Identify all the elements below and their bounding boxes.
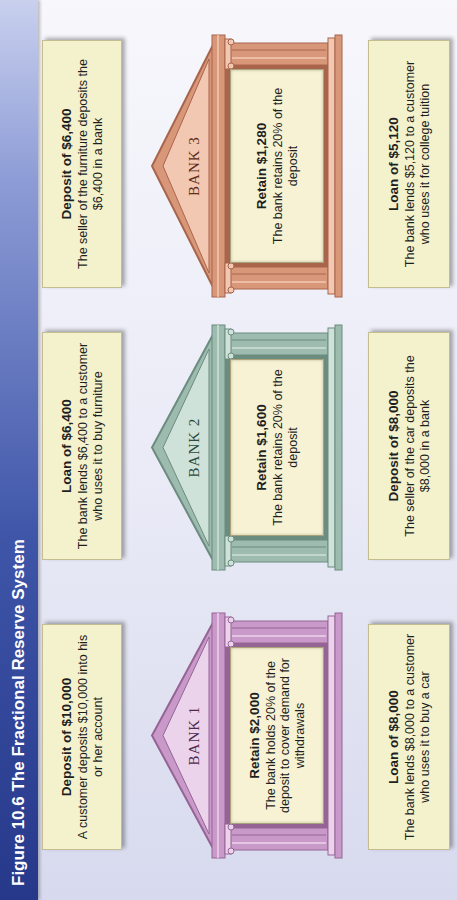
bank-step — [328, 616, 335, 855]
box-heading: Loan of $6,400 — [59, 399, 75, 493]
box-body: The seller of the car deposits the $8,00… — [403, 341, 432, 551]
box-heading: Loan of $5,120 — [386, 117, 402, 211]
pediment — [152, 329, 216, 566]
box-heading: Deposit of $10,000 — [59, 678, 75, 797]
column-flute — [232, 628, 326, 629]
column-volute — [228, 329, 234, 335]
retain-box: Retain $2,000The bank holds 20% of the d… — [230, 647, 324, 824]
box-heading: Deposit of $8,000 — [386, 390, 402, 501]
column-volute — [228, 824, 234, 830]
box-body: The seller of the furniture deposits the… — [76, 49, 105, 279]
entablature — [212, 613, 225, 858]
text-box: Deposit of $8,000The seller of the car d… — [368, 332, 450, 560]
column-flute — [232, 50, 326, 51]
bank-step — [335, 35, 342, 297]
column-flute — [232, 554, 326, 556]
column-volute — [228, 287, 234, 293]
box-heading: Retain $1,600 — [254, 404, 270, 490]
box-body: The bank lends $6,400 to a customer who … — [76, 341, 105, 551]
entablature-line — [217, 613, 219, 858]
bank-wall — [224, 623, 330, 848]
column-volute — [228, 560, 234, 566]
bank-name: BANK 1 — [186, 613, 203, 858]
bank-step — [328, 328, 335, 567]
pediment — [152, 39, 216, 293]
box-body: The bank retains 20% of the deposit — [271, 78, 300, 254]
box-body: The bank retains 20% of the deposit — [271, 368, 300, 527]
box-heading: Deposit of $6,400 — [59, 108, 75, 219]
bank-step — [328, 38, 335, 294]
column-volute — [228, 39, 234, 45]
bank-building: BANK 1 Retain $2,000The bank holds 20% of… — [150, 613, 342, 858]
column-shaft — [230, 540, 328, 562]
box-body: A customer deposits $10,000 into his or … — [76, 633, 105, 841]
bank-building: BANK 2 Retain $1,600The bank retains 20% … — [150, 325, 342, 570]
column-volute — [228, 848, 234, 854]
column-flute — [232, 835, 326, 836]
title-bar: Figure 10.6 The Fractional Reserve Syste… — [0, 0, 38, 900]
figure-title: Figure 10.6 The Fractional Reserve Syste… — [9, 539, 29, 886]
entablature — [212, 325, 225, 570]
entablature-line — [217, 325, 219, 570]
column-shaft — [230, 333, 328, 355]
bank-wall — [224, 335, 330, 560]
box-body: The bank holds 20% of the deposit to cov… — [264, 656, 308, 815]
bank-wall — [224, 45, 330, 287]
text-box: Loan of $6,400The bank lends $6,400 to a… — [42, 332, 122, 560]
column-shaft — [230, 43, 328, 65]
box-body: The bank lends $8,000 to a customer who … — [403, 633, 432, 841]
column-shaft — [230, 828, 328, 850]
retain-box: Retain $1,280The bank retains 20% of the… — [230, 69, 324, 263]
column-flute — [232, 57, 326, 59]
pediment — [152, 617, 216, 854]
text-box: Deposit of $6,400The seller of the furni… — [42, 40, 122, 288]
column-volute — [228, 536, 234, 542]
column-flute — [232, 281, 326, 283]
column-shaft — [230, 267, 328, 289]
entablature-line — [217, 35, 219, 297]
box-heading: Retain $1,280 — [254, 123, 270, 209]
column-flute — [232, 347, 326, 349]
column-volute — [228, 263, 234, 269]
box-heading: Retain $2,000 — [247, 692, 263, 778]
column-flute — [232, 547, 326, 548]
bank-building: BANK 3 Retain $1,280The bank retains 20% … — [150, 35, 342, 297]
retain-box: Retain $1,600The bank retains 20% of the… — [230, 359, 324, 536]
column-flute — [232, 274, 326, 275]
column-volute — [228, 617, 234, 623]
bank-name: BANK 3 — [186, 35, 203, 297]
bank-step — [335, 613, 342, 858]
entablature — [212, 35, 225, 297]
text-box: Loan of $8,000The bank lends $8,000 to a… — [368, 624, 450, 850]
box-heading: Loan of $8,000 — [386, 690, 402, 784]
bank-name: BANK 2 — [186, 325, 203, 570]
text-box: Loan of $5,120The bank lends $5,120 to a… — [368, 40, 450, 288]
bank-step — [335, 325, 342, 570]
column-flute — [232, 635, 326, 637]
column-flute — [232, 340, 326, 341]
box-body: The bank lends $5,120 to a customer who … — [403, 49, 432, 279]
column-flute — [232, 842, 326, 844]
text-box: Deposit of $10,000A customer deposits $1… — [42, 624, 122, 850]
column-shaft — [230, 621, 328, 643]
